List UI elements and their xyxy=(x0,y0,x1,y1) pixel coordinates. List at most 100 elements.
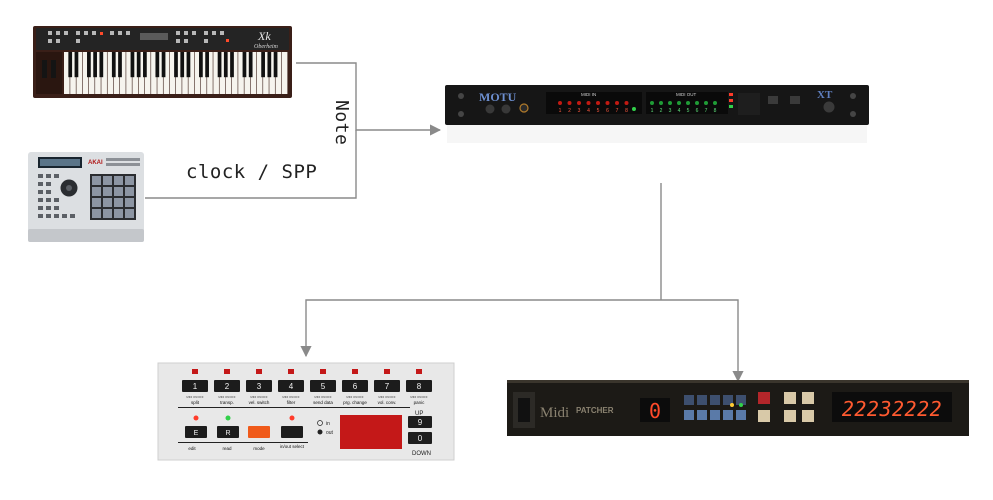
patcher-button[interactable] xyxy=(684,410,694,420)
sampler-button[interactable] xyxy=(54,206,59,210)
switcher-button-number: 8 xyxy=(417,382,422,391)
black-key xyxy=(111,52,116,78)
drum-pad[interactable] xyxy=(92,187,101,196)
sampler-button[interactable] xyxy=(62,214,67,218)
midi-out-port-number: 5 xyxy=(687,108,690,114)
drum-pad[interactable] xyxy=(103,176,112,185)
drum-pad[interactable] xyxy=(114,198,123,207)
drum-sampler: AKAI xyxy=(28,152,144,242)
drum-pad[interactable] xyxy=(125,176,134,185)
white-key xyxy=(232,52,238,94)
sampler-button[interactable] xyxy=(38,190,43,194)
switcher-button-3[interactable] xyxy=(246,380,272,392)
switcher-mode-button[interactable] xyxy=(248,426,270,438)
switcher-button-8[interactable] xyxy=(406,380,432,392)
white-key xyxy=(64,52,70,94)
switcher-button-1[interactable] xyxy=(182,380,208,392)
sampler-button[interactable] xyxy=(38,206,43,210)
patcher-model-logo: PATCHER xyxy=(576,406,614,415)
midi-in-port-number: 3 xyxy=(578,108,581,114)
drum-pad[interactable] xyxy=(92,198,101,207)
switcher-button-4[interactable] xyxy=(278,380,304,392)
black-key xyxy=(223,52,228,78)
sampler-button[interactable] xyxy=(70,214,75,218)
white-key xyxy=(138,52,145,94)
patcher-button[interactable] xyxy=(697,395,707,405)
switcher-function-label: transp. xyxy=(220,400,234,405)
black-key xyxy=(174,52,178,78)
sampler-button[interactable] xyxy=(46,190,51,194)
patcher-button[interactable] xyxy=(723,410,733,420)
black-key xyxy=(242,52,247,78)
switcher-down-num: 0 xyxy=(418,434,423,443)
sampler-button[interactable] xyxy=(38,174,43,178)
sampler-pads xyxy=(90,174,136,220)
white-key xyxy=(238,52,244,94)
sampler-button[interactable] xyxy=(46,174,51,178)
drum-pad[interactable] xyxy=(125,187,134,196)
sampler-button[interactable] xyxy=(46,206,51,210)
drum-pad[interactable] xyxy=(114,209,123,218)
black-key xyxy=(273,52,278,78)
sampler-buttons xyxy=(38,174,75,218)
midi-out-port-led xyxy=(713,101,717,105)
black-key xyxy=(261,52,265,78)
patcher-button[interactable] xyxy=(710,410,720,420)
switcher-button-number: 2 xyxy=(225,382,230,391)
switcher-button-7[interactable] xyxy=(374,380,400,392)
midi-patcher: Midi PATCHER 0 22232222 xyxy=(507,380,969,436)
sampler-button[interactable] xyxy=(38,182,43,186)
drum-pad[interactable] xyxy=(114,187,123,196)
switcher-up-button[interactable] xyxy=(408,416,432,428)
sampler-button[interactable] xyxy=(38,198,43,202)
switcher-down-label: DOWN xyxy=(412,451,431,457)
sampler-button[interactable] xyxy=(38,214,43,218)
switcher-led xyxy=(224,369,230,374)
drum-pad[interactable] xyxy=(92,209,101,218)
drum-pad[interactable] xyxy=(125,209,134,218)
patcher-button[interactable] xyxy=(736,410,746,420)
switcher-func-button[interactable] xyxy=(217,426,239,438)
white-key xyxy=(194,52,201,94)
drum-pad[interactable] xyxy=(103,187,112,196)
patcher-button[interactable] xyxy=(710,395,720,405)
sampler-button[interactable] xyxy=(46,198,51,202)
drum-pad[interactable] xyxy=(114,176,123,185)
synth-keys xyxy=(64,52,288,94)
patcher-button[interactable] xyxy=(723,395,733,405)
switcher-func-button[interactable] xyxy=(185,426,207,438)
drum-pad[interactable] xyxy=(103,198,112,207)
switcher-function-label: vol. conv. xyxy=(378,400,397,405)
switcher-led xyxy=(416,369,422,374)
patcher-digit: 0 xyxy=(649,399,661,423)
switcher-button-6[interactable] xyxy=(342,380,368,392)
sampler-button[interactable] xyxy=(46,182,51,186)
switcher-sub-label: MIDI ON/OFF xyxy=(410,395,428,399)
patcher-button[interactable] xyxy=(684,395,694,405)
sampler-button[interactable] xyxy=(54,198,59,202)
sampler-button[interactable] xyxy=(54,214,59,218)
edge-synth-to-interface xyxy=(296,62,442,136)
black-key xyxy=(118,52,122,78)
switcher-function-label: send data xyxy=(313,400,333,405)
switcher-button-2[interactable] xyxy=(214,380,240,392)
patcher-button[interactable] xyxy=(697,410,707,420)
midi-out-port-number: 8 xyxy=(714,108,717,114)
drum-pad[interactable] xyxy=(92,176,101,185)
switcher-sub-label: MIDI ON/OFF xyxy=(218,395,236,399)
switcher-out-label: out xyxy=(326,430,334,436)
sampler-button[interactable] xyxy=(54,174,59,178)
patcher-button[interactable] xyxy=(736,395,746,405)
drum-pad[interactable] xyxy=(103,209,112,218)
switcher-select-button[interactable] xyxy=(281,426,303,438)
switcher-down-button[interactable] xyxy=(408,432,432,444)
sampler-button[interactable] xyxy=(46,214,51,218)
switcher-led xyxy=(352,369,358,374)
black-key xyxy=(155,52,160,78)
white-key xyxy=(244,52,251,94)
drum-pad[interactable] xyxy=(125,198,134,207)
switcher-led xyxy=(320,369,326,374)
switcher-button-5[interactable] xyxy=(310,380,336,392)
white-key xyxy=(281,52,288,94)
